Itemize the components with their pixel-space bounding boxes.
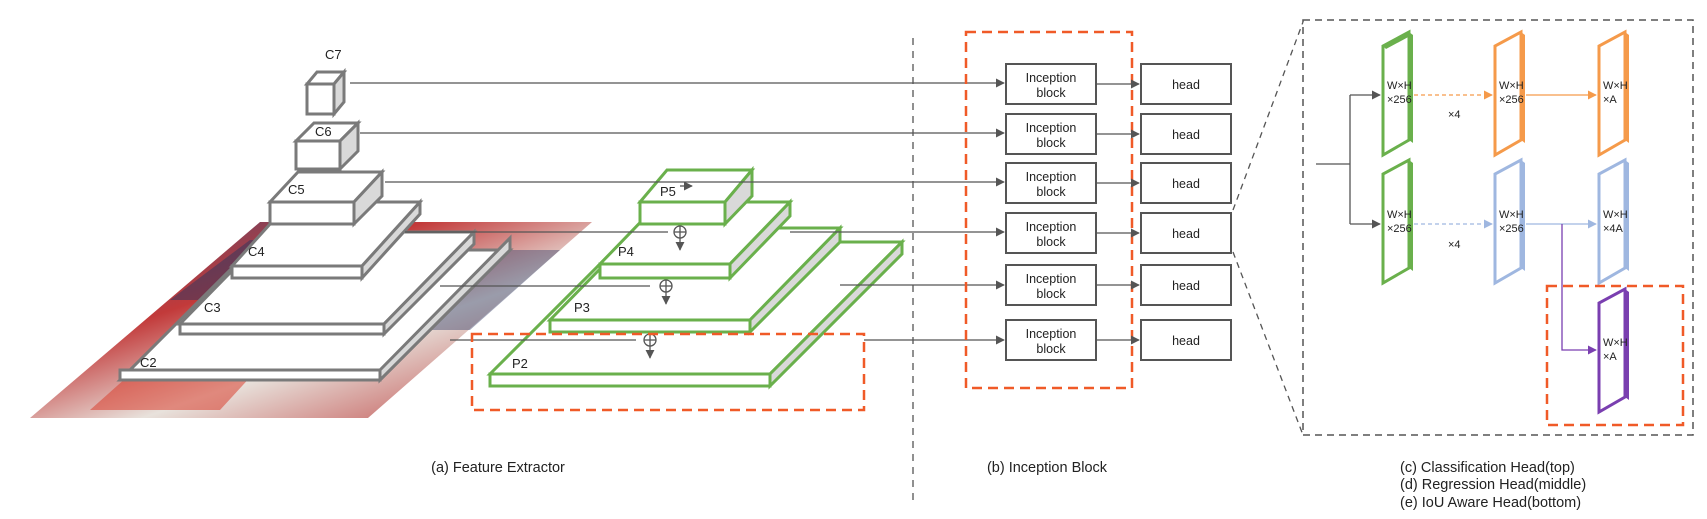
- inception-block: Inception block: [1005, 113, 1097, 155]
- p2-highlight-box: [470, 332, 866, 412]
- zoom-line: [1232, 21, 1304, 211]
- svg-text:Inception: Inception: [1026, 71, 1077, 85]
- svg-text:×256: ×256: [1499, 94, 1524, 106]
- svg-text:block: block: [1036, 136, 1066, 150]
- svg-text:W×H: W×H: [1499, 80, 1524, 92]
- reg-mid-tensor: W×H ×256: [1493, 157, 1525, 286]
- iou-highlight-box: [1545, 284, 1685, 427]
- svg-text:head: head: [1172, 334, 1200, 348]
- svg-text:block: block: [1036, 287, 1066, 301]
- cls-input-tensor: W×H ×256: [1381, 29, 1413, 158]
- classification-head: W×H ×256 ×4 W×H ×256 W×H ×A: [1381, 29, 1629, 158]
- plus-icon-p3: [659, 279, 673, 305]
- reg-output-tensor: W×H ×4A: [1597, 157, 1629, 286]
- inception-to-head-connectors: [1096, 79, 1140, 345]
- cls-repeat-label: ×4: [1448, 109, 1461, 121]
- reg-repeat-label: ×4: [1448, 239, 1461, 251]
- level-connectors: [350, 78, 1005, 345]
- head-box: head: [1140, 162, 1232, 204]
- svg-text:×256: ×256: [1387, 223, 1412, 235]
- zoom-line: [1232, 251, 1304, 436]
- label-c2: C2: [140, 355, 157, 370]
- backbone-c7: C7: [303, 47, 348, 119]
- inception-block: Inception block: [1005, 63, 1097, 105]
- svg-text:Inception: Inception: [1026, 327, 1077, 341]
- inception-highlight-box: [964, 30, 1134, 390]
- label-p3: P3: [574, 300, 590, 315]
- svg-text:Inception: Inception: [1026, 220, 1077, 234]
- svg-text:Inception: Inception: [1026, 170, 1077, 184]
- backbone-c5: C5: [266, 168, 386, 228]
- svg-text:head: head: [1172, 128, 1200, 142]
- svg-text:block: block: [1036, 86, 1066, 100]
- head-box: head: [1140, 63, 1232, 105]
- reg-input-tensor: W×H ×256: [1381, 157, 1413, 286]
- svg-text:head: head: [1172, 279, 1200, 293]
- svg-text:×256: ×256: [1387, 94, 1412, 106]
- svg-text:Inception: Inception: [1026, 121, 1077, 135]
- feature-extractor: C2 C3 C4 C5 C6: [30, 47, 906, 418]
- inception-block: Inception block: [1005, 264, 1097, 306]
- svg-text:block: block: [1036, 185, 1066, 199]
- caption-regression-head: (d) Regression Head(middle): [1400, 477, 1586, 493]
- label-p4: P4: [618, 244, 634, 259]
- head-box: head: [1140, 319, 1232, 361]
- svg-text:head: head: [1172, 177, 1200, 191]
- iou-output-tensor: W×H ×A: [1597, 286, 1629, 415]
- head-box: head: [1140, 264, 1232, 306]
- svg-text:×A: ×A: [1603, 351, 1617, 363]
- svg-text:head: head: [1172, 227, 1200, 241]
- label-c3: C3: [204, 300, 221, 315]
- label-p5: P5: [660, 184, 676, 199]
- inception-block: Inception block: [1005, 162, 1097, 204]
- svg-text:block: block: [1036, 235, 1066, 249]
- inception-column: Inception block Inception block Inceptio…: [964, 30, 1134, 390]
- label-c4: C4: [248, 244, 265, 259]
- svg-text:×256: ×256: [1499, 223, 1524, 235]
- merge-ops: [405, 181, 693, 359]
- label-c7: C7: [325, 47, 342, 62]
- svg-text:W×H: W×H: [1387, 209, 1412, 221]
- label-p2: P2: [512, 356, 528, 371]
- svg-text:W×H: W×H: [1603, 209, 1628, 221]
- inception-block: Inception block: [1005, 319, 1097, 361]
- label-c5: C5: [288, 182, 305, 197]
- plus-icon-p4: [673, 225, 687, 251]
- caption-inception-block: (b) Inception Block: [987, 460, 1108, 476]
- caption-classification-head: (c) Classification Head(top): [1400, 460, 1575, 476]
- caption-iou-head: (e) IoU Aware Head(bottom): [1400, 495, 1581, 511]
- cls-output-tensor: W×H ×A: [1597, 29, 1629, 158]
- label-c6: C6: [315, 124, 332, 139]
- svg-text:×A: ×A: [1603, 94, 1617, 106]
- cls-mid-tensor: W×H ×256: [1493, 29, 1525, 158]
- svg-text:W×H: W×H: [1603, 80, 1628, 92]
- head-box: head: [1140, 212, 1232, 254]
- backbone-c6: C6: [292, 119, 362, 173]
- caption-feature-extractor: (a) Feature Extractor: [431, 460, 565, 476]
- svg-text:block: block: [1036, 342, 1066, 356]
- svg-text:W×H: W×H: [1603, 337, 1628, 349]
- inception-block: Inception block: [1005, 212, 1097, 254]
- pyramid-p5: P5: [636, 165, 756, 228]
- regression-head: W×H ×256 ×4 W×H ×256 W×H ×4A: [1381, 157, 1629, 286]
- head-box: head: [1140, 113, 1232, 155]
- head-column: head head head head head head: [1140, 63, 1232, 361]
- svg-text:head: head: [1172, 78, 1200, 92]
- svg-text:W×H: W×H: [1499, 209, 1524, 221]
- svg-text:Inception: Inception: [1026, 272, 1077, 286]
- svg-text:W×H: W×H: [1387, 80, 1412, 92]
- svg-text:×4A: ×4A: [1603, 223, 1624, 235]
- iou-aware-head: W×H ×A: [1545, 224, 1685, 427]
- head-detail-panel: W×H ×256 ×4 W×H ×256 W×H ×A: [1302, 19, 1694, 436]
